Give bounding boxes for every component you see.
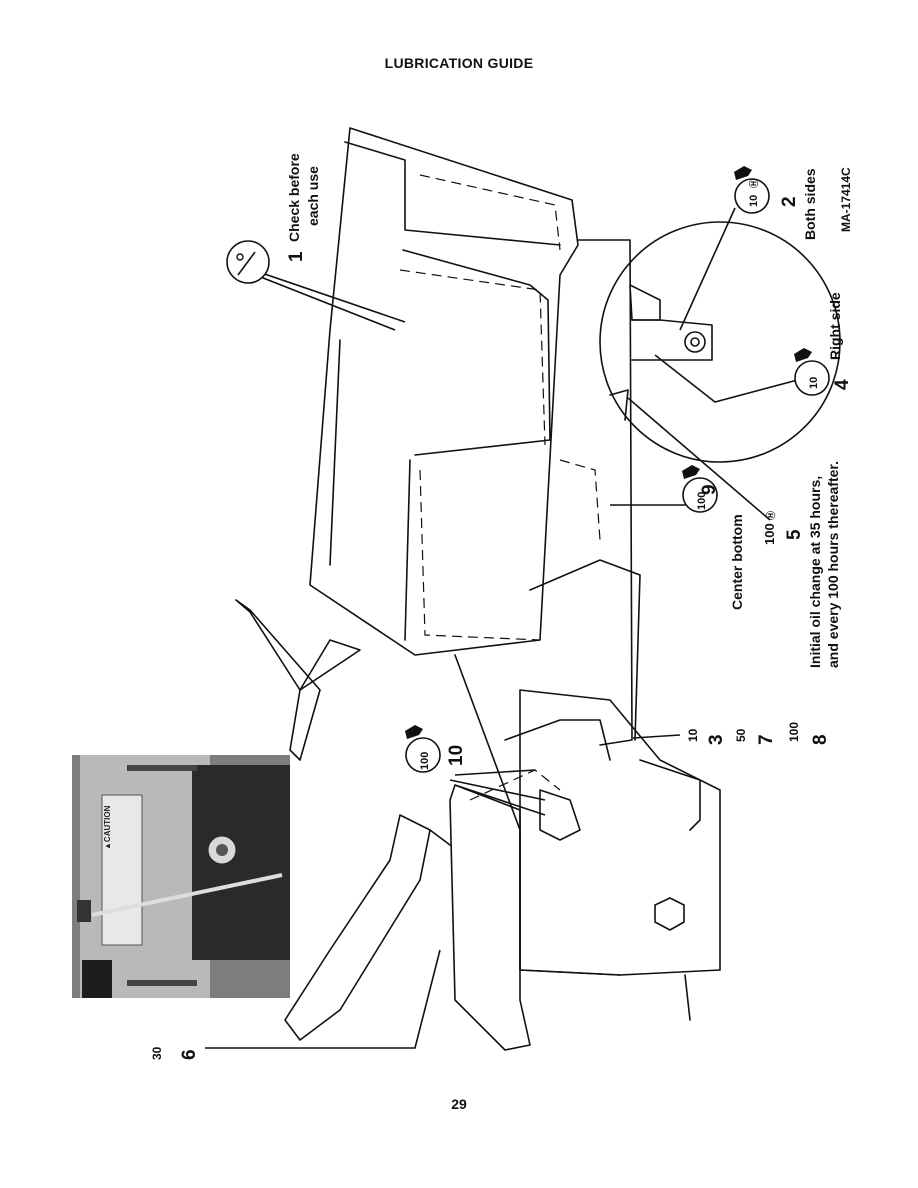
- callout-1-note-line2: each use: [305, 166, 321, 226]
- callout-5-interval: 100: [762, 523, 777, 545]
- callout-9: 100 9 Center bottom: [682, 465, 745, 610]
- callout-2: 10 Ⓗ 2 Both sides: [734, 166, 818, 240]
- callout-8: 100 8: [787, 722, 831, 745]
- svg-text:Ⓗ: Ⓗ: [748, 179, 759, 188]
- callout-9-interval: 100: [696, 492, 708, 510]
- page-number: 29: [451, 1096, 467, 1112]
- callout-9-note: Center bottom: [729, 514, 745, 610]
- callout-4-note: Right side: [827, 292, 843, 360]
- callout-8-number: 8: [810, 734, 831, 745]
- callout-6-interval: 30: [150, 1046, 164, 1060]
- dipstick-icon: [237, 251, 256, 276]
- grease-gun-icon-4: [794, 348, 812, 362]
- detail-magnifier: [599, 221, 841, 463]
- page-title: LUBRICATION GUIDE: [384, 55, 534, 71]
- engine-block: [519, 689, 721, 976]
- callout-6: 30 6: [150, 1046, 200, 1060]
- hood-outline: [309, 127, 579, 656]
- grease-gun-icon-10: [405, 725, 423, 739]
- callout-7-number: 7: [756, 734, 777, 745]
- callout-3-number: 3: [706, 734, 727, 745]
- callout-3: 10 3: [686, 728, 727, 745]
- callout-4-interval: 10: [808, 377, 820, 389]
- callout-7-interval: 50: [734, 728, 748, 742]
- callout-4-number: 4: [832, 379, 853, 390]
- callout-1: 1 Check before each use: [226, 153, 321, 284]
- callout-5-note-line1: Initial oil change at 35 hours,: [807, 476, 823, 668]
- seat: [284, 814, 431, 1041]
- svg-text:Ⓗ: Ⓗ: [765, 511, 776, 520]
- callout-5-number: 5: [784, 529, 805, 540]
- callout-8-interval: 100: [787, 722, 801, 742]
- callout-2-number: 2: [779, 196, 800, 207]
- callout-1-number: 1: [286, 251, 307, 262]
- callout-4: 10 4 Right side: [794, 292, 853, 396]
- callout-10: 100 10: [405, 725, 467, 773]
- callout-7: 50 7: [734, 728, 777, 745]
- callout-5-note-line2: and every 100 hours thereafter.: [825, 461, 841, 668]
- figure-code: MA-17414C: [839, 167, 853, 232]
- callout-3-interval: 10: [686, 728, 700, 742]
- callout-2-interval: 10: [748, 195, 760, 207]
- callout-10-interval: 100: [419, 752, 431, 770]
- grease-gun-icon-9: [682, 465, 700, 479]
- callout-6-number: 6: [179, 1049, 200, 1060]
- callout-1-note-line1: Check before: [286, 153, 302, 242]
- grease-gun-icon: [734, 166, 752, 180]
- callout-2-note: Both sides: [802, 168, 818, 240]
- caution-decal-photo: ▲CAUTION: [72, 755, 290, 998]
- callout-10-number: 10: [446, 745, 467, 766]
- callout-9-number: 9: [699, 484, 720, 495]
- steering-wheel: [235, 599, 321, 761]
- callout-5: 100 Ⓗ 5 Initial oil change at 35 hours, …: [762, 461, 841, 668]
